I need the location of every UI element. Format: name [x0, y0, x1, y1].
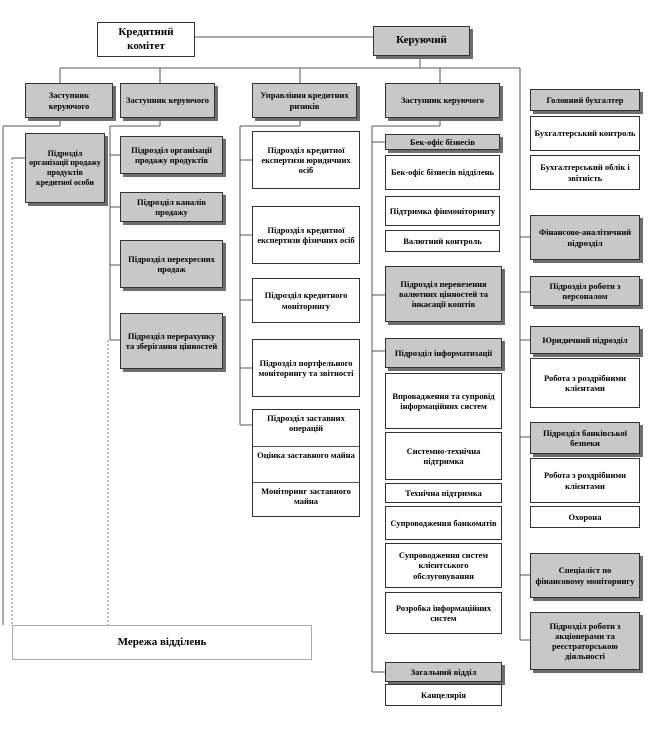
- branch-network-box: Мережа відділень: [12, 625, 312, 660]
- col4-backoffice-item-1: Підтримка фінмоніторингу: [385, 196, 500, 226]
- col4-it-item-2: Технічна підтримка: [385, 483, 502, 503]
- col4-backoffice-item-2: Валютний контроль: [385, 230, 500, 252]
- col4-it-item-5: Розробка інформаційних систем: [385, 592, 502, 634]
- col3-collateral-group: Підрозділ заставних операцій Оцінка заст…: [252, 409, 360, 517]
- credit-committee-box: Кредитний комітет: [97, 22, 195, 57]
- col5-fin-analytics-dept: Фінансово-аналітичний підрозділ: [530, 215, 640, 260]
- col3-item-2: Підрозділ кредитного моніторингу: [252, 278, 360, 323]
- col4-it-item-1: Системно-технічна підтримка: [385, 432, 502, 480]
- col3-item-0: Підрозділ кредитної експертизи юридичних…: [252, 131, 360, 189]
- col5-legal-item-0: Робота з роздрібними клієнтами: [530, 358, 640, 408]
- col2-deputy-header: Заступник керуючого: [120, 83, 215, 118]
- col3-collateral-item-1: Моніторинг заставного майна: [253, 482, 359, 512]
- col4-it-item-4: Супроводження систем клієнтського обслуг…: [385, 543, 502, 588]
- col2-item-0: Підрозділ організації продажу продуктів: [120, 136, 223, 174]
- col5-security-item-0: Робота з роздрібними клієнтами: [530, 458, 640, 503]
- col1-retail-org-dept: Підрозділ організації продажу продуктів …: [25, 133, 105, 203]
- col2-item-3: Підрозділ перерахунку та зберігання цінн…: [120, 313, 223, 369]
- col5-accountant-title: Головний бухгалтер: [530, 89, 640, 111]
- col3-risk-header: Управління кредитних ризиків: [252, 83, 357, 118]
- col5-legal-title: Юридичний підрозділ: [530, 326, 640, 354]
- manager-box: Керуючий: [373, 26, 470, 56]
- col5-accountant-item-1: Бухгалтерський облік і звітність: [530, 155, 640, 190]
- col5-security-title: Підрозділ банківської безпеки: [530, 422, 640, 454]
- col5-accountant-item-0: Бухгалтерський контроль: [530, 116, 640, 151]
- col1-deputy-header: Заступник керуючого: [25, 83, 113, 118]
- col3-collateral-item-0: Оцінка заставного майна: [253, 446, 359, 476]
- col5-hr-dept: Підрозділ роботи з персоналом: [530, 276, 640, 306]
- col3-collateral-title: Підрозділ заставних операцій: [267, 413, 345, 434]
- col4-valuables-dept: Підрозділ перевезення валютних цінностей…: [385, 266, 502, 322]
- col2-item-1: Підрозділ каналів продажу: [120, 192, 223, 222]
- col4-backoffice-title: Бек-офіс бізнесів: [385, 134, 500, 150]
- col2-item-2: Підрозділ перехресних продаж: [120, 240, 223, 288]
- col4-it-title: Підрозділ інформатизації: [385, 338, 502, 368]
- col5-fin-monitoring-specialist: Спеціаліст по фінансовому моніторингу: [530, 553, 640, 598]
- col5-security-item-1: Охорона: [530, 506, 640, 528]
- col4-it-item-3: Супроводження банкоматів: [385, 506, 502, 540]
- col4-general-title: Загальний відділ: [385, 662, 502, 682]
- col4-deputy-header: Заступник керуючого: [385, 83, 500, 118]
- col4-backoffice-item-0: Бек-офіс бізнесів відділень: [385, 155, 500, 190]
- col3-item-1: Підрозділ кредитної експертизи фізичних …: [252, 206, 360, 264]
- col5-shareholders-dept: Підрозділ роботи з акціонерами та реєстр…: [530, 612, 640, 670]
- col4-it-item-0: Впровадження та супровід інформаційних с…: [385, 373, 502, 429]
- col4-general-item-0: Канцелярія: [385, 684, 502, 706]
- col3-item-3: Підрозділ портфельного моніторингу та зв…: [252, 339, 360, 397]
